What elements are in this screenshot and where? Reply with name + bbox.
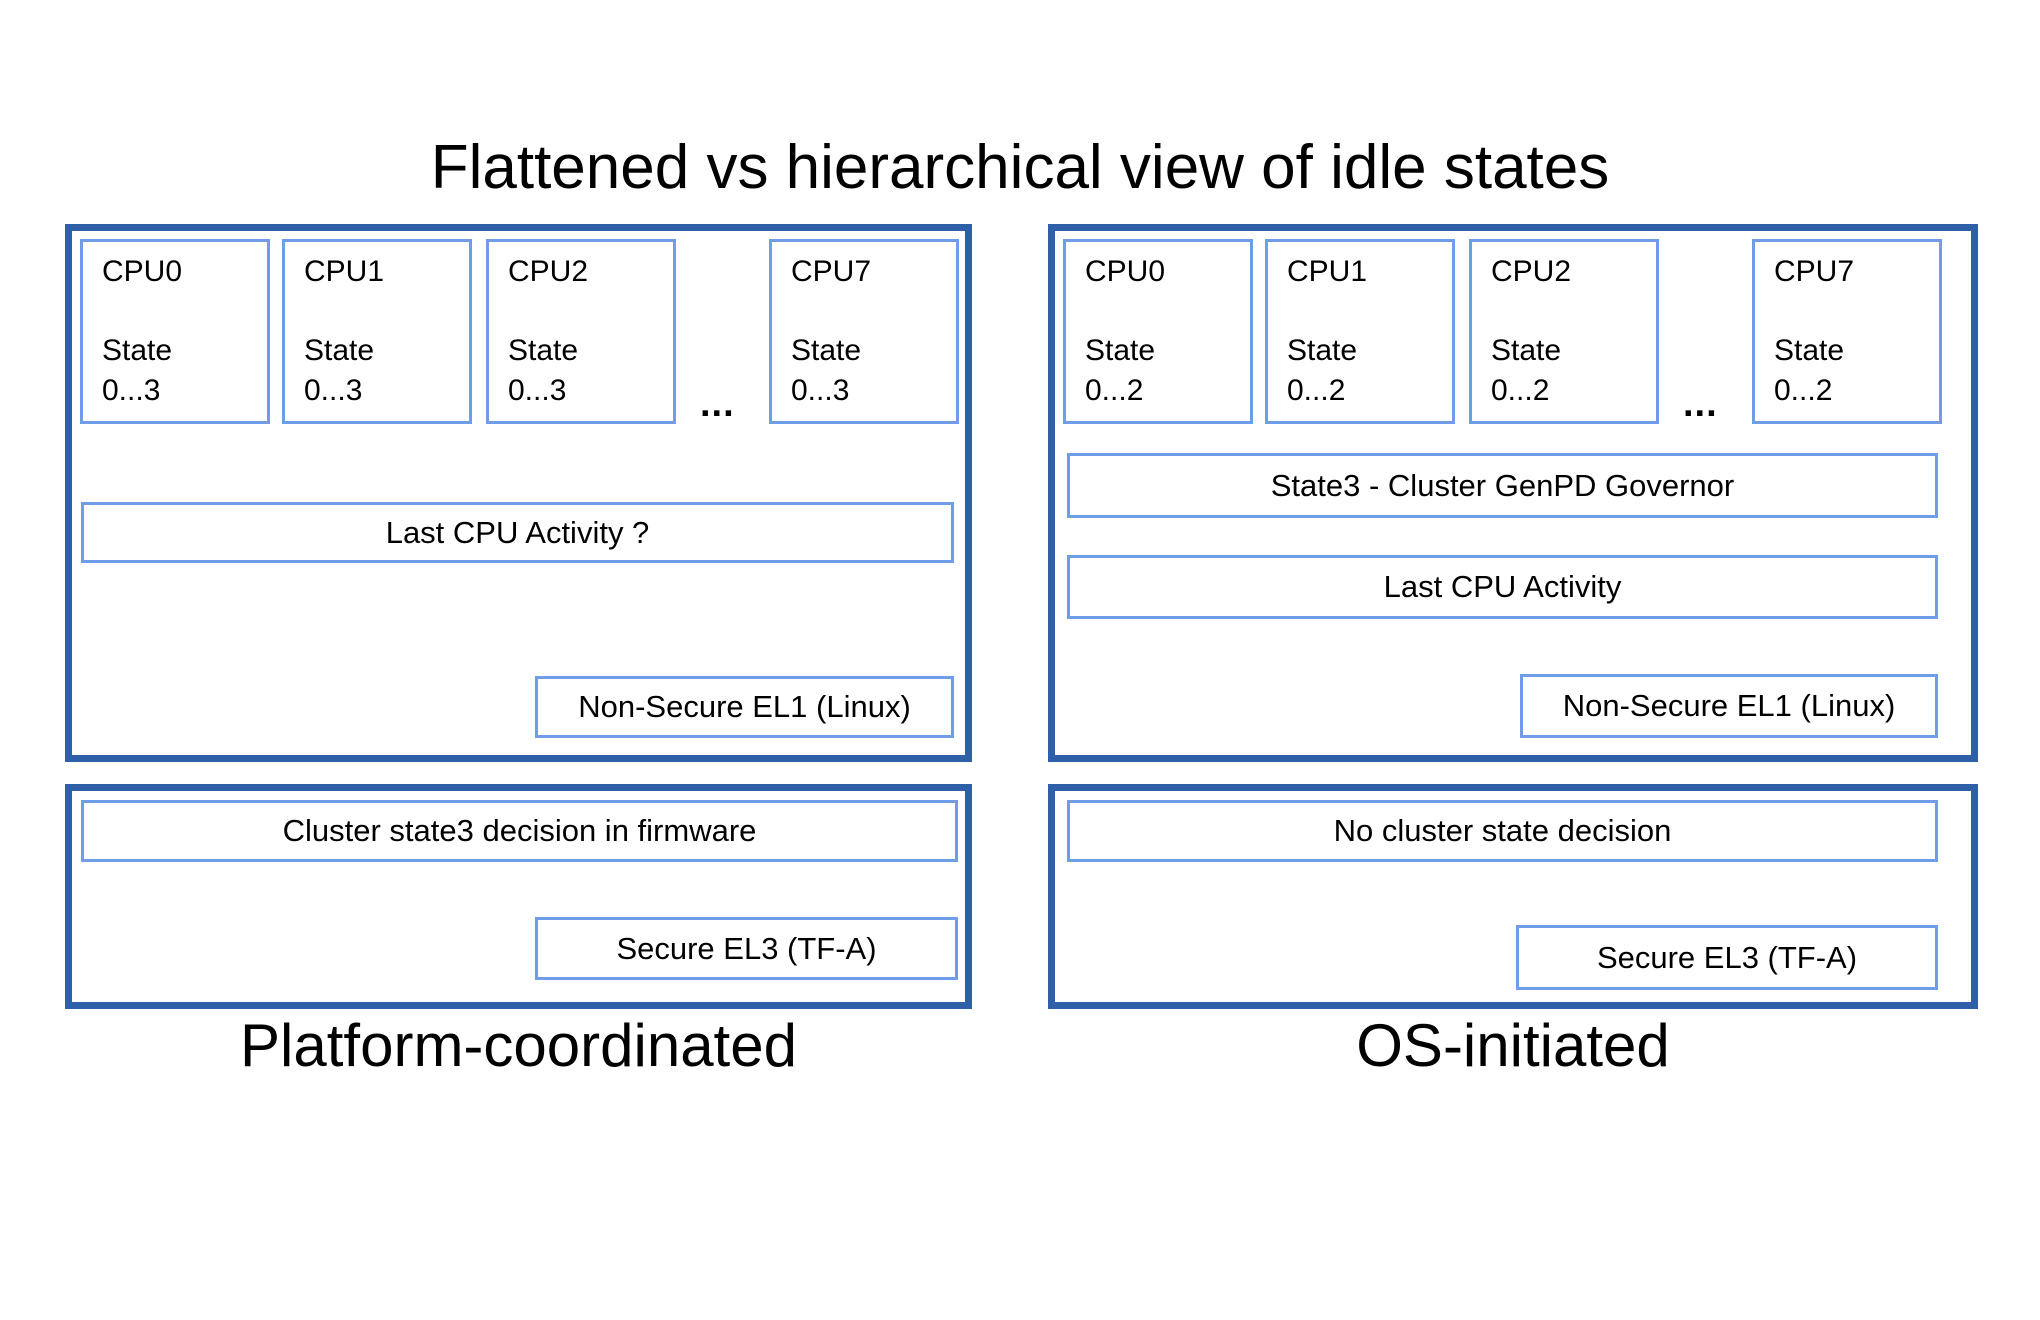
cpu-box: CPU0 State 0...3 [80,239,270,424]
cpu-box: CPU1 State 0...2 [1265,239,1455,424]
state-label: State [1085,334,1156,367]
state-range: 0...3 [791,374,850,407]
state-range: 0...3 [102,374,161,407]
cpu-label: CPU7 [1774,255,1855,288]
cluster-genpd-governor-box: State3 - Cluster GenPD Governor [1067,453,1938,518]
state-label: State [304,334,375,367]
state-range: 0...2 [1774,374,1833,407]
cpu-label: CPU7 [791,255,872,288]
state-label: State [1774,334,1845,367]
left-caption: Platform-coordinated [240,1012,797,1079]
cpu-ellipsis: ... [1683,383,1718,425]
right-caption: OS-initiated [1356,1012,1670,1079]
secure-el3-box: Secure EL3 (TF-A) [1516,925,1938,990]
cpu-box: CPU0 State 0...2 [1063,239,1253,424]
cpu-label: CPU0 [1085,255,1166,288]
cpu-label: CPU0 [102,255,183,288]
state-label: State [791,334,862,367]
cluster-decision-box: No cluster state decision [1067,800,1938,862]
last-cpu-activity-box: Last CPU Activity ? [81,502,954,563]
cpu-box: CPU1 State 0...3 [282,239,472,424]
cpu-label: CPU2 [1491,255,1572,288]
nonsecure-el1-box: Non-Secure EL1 (Linux) [535,676,954,738]
state-range: 0...3 [508,374,567,407]
cpu-box: CPU7 State 0...3 [769,239,959,424]
cpu-ellipsis: ... [700,383,735,425]
cpu-label: CPU1 [304,255,385,288]
secure-el3-box: Secure EL3 (TF-A) [535,917,958,980]
last-cpu-activity-box: Last CPU Activity [1067,555,1938,619]
state-range: 0...3 [304,374,363,407]
cpu-label: CPU2 [508,255,589,288]
state-range: 0...2 [1085,374,1144,407]
state-label: State [1491,334,1562,367]
state-label: State [1287,334,1358,367]
cpu-label: CPU1 [1287,255,1368,288]
nonsecure-el1-box: Non-Secure EL1 (Linux) [1520,674,1938,738]
right-secure-panel: No cluster state decision Secure EL3 (TF… [1048,784,1978,1009]
state-label: State [508,334,579,367]
cluster-decision-box: Cluster state3 decision in firmware [81,800,958,862]
state-range: 0...2 [1287,374,1346,407]
page-title: Flattened vs hierarchical view of idle s… [430,133,1610,202]
cpu-box: CPU7 State 0...2 [1752,239,1942,424]
cpu-box: CPU2 State 0...3 [486,239,676,424]
cpu-box: CPU2 State 0...2 [1469,239,1659,424]
state-label: State [102,334,173,367]
left-nonsecure-panel: CPU0 State 0...3 CPU1 State 0...3 CPU2 S… [65,224,972,762]
left-secure-panel: Cluster state3 decision in firmware Secu… [65,784,972,1009]
right-nonsecure-panel: CPU0 State 0...2 CPU1 State 0...2 CPU2 S… [1048,224,1978,762]
state-range: 0...2 [1491,374,1550,407]
